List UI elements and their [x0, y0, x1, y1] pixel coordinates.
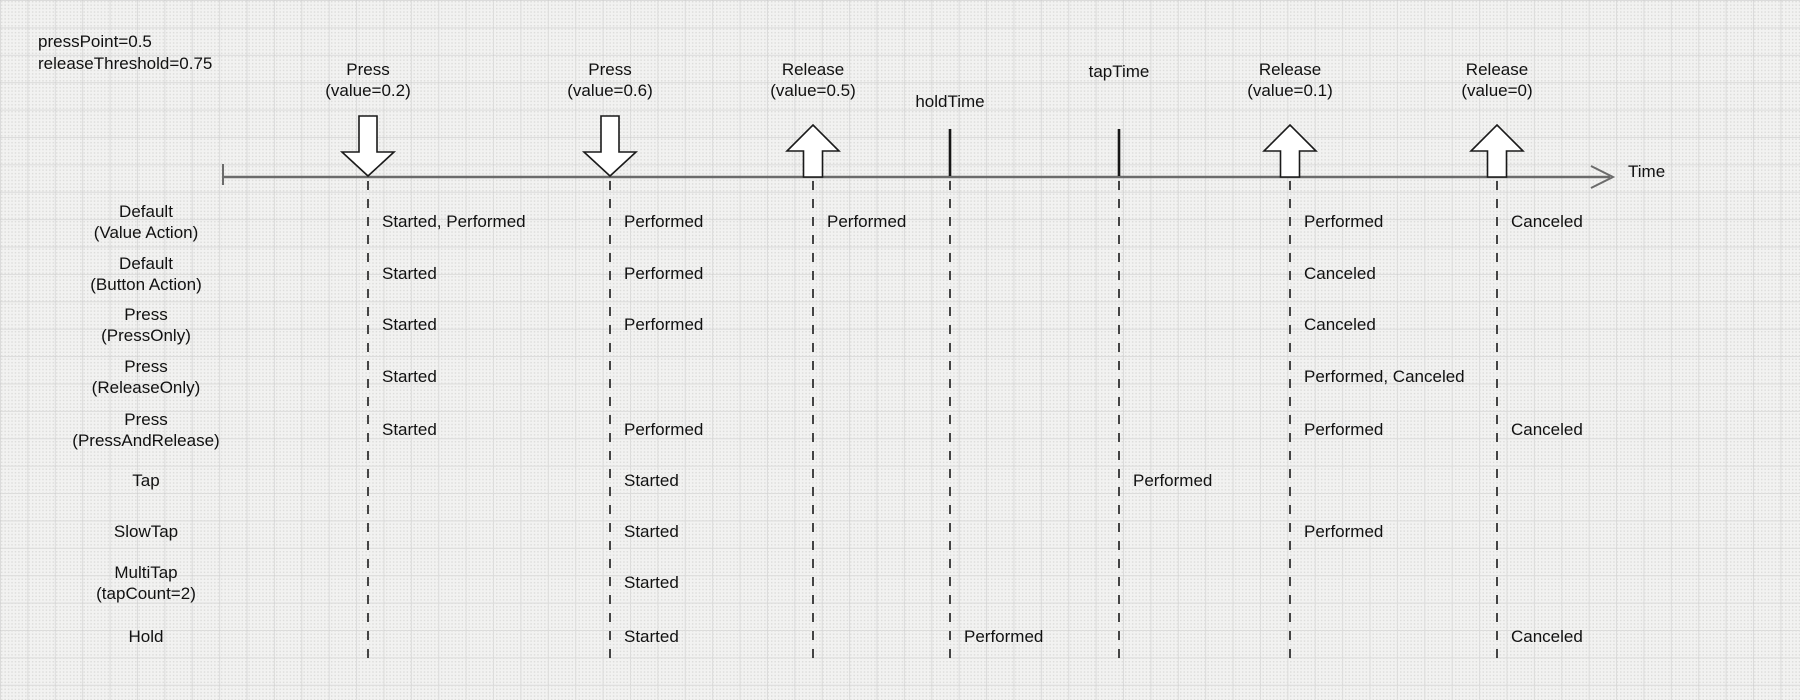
event-label-line: Release [1465, 60, 1529, 79]
row-label-line: Press [124, 356, 168, 376]
row-label: Press (PressOnly) [101, 304, 191, 347]
phase-annotation: Performed [624, 212, 704, 231]
event-label-press-1: Press (value=0.2) [325, 59, 411, 101]
row-label-line: Default [119, 201, 173, 221]
parameters-note: pressPoint=0.5 releaseThreshold=0.75 [38, 31, 212, 74]
row-label-line: Default [119, 253, 173, 273]
row-label-line: Press [124, 409, 168, 429]
row-label: SlowTap [114, 521, 178, 543]
phase-annotation: Canceled [1304, 315, 1376, 334]
event-label-line: (value=0.5) [770, 81, 856, 100]
event-label-line: Release [781, 60, 845, 79]
phase-annotation: Started [382, 264, 437, 283]
release-up-arrow-icon [1262, 123, 1318, 178]
row-label-line: (tapCount=2) [96, 584, 196, 603]
row-label: Default (Value Action) [94, 201, 199, 244]
event-label-tap-time: tapTime [1089, 61, 1150, 82]
phase-annotation: Started [624, 522, 679, 541]
event-label-line: Release [1258, 60, 1322, 79]
phase-annotation: Performed [624, 315, 704, 334]
event-label-line: (value=0) [1461, 81, 1533, 100]
phase-annotation: Performed [827, 212, 907, 231]
press-point-value: pressPoint=0.5 [38, 32, 152, 51]
row-label-line: (PressAndRelease) [72, 431, 220, 450]
press-down-arrow-icon [581, 115, 639, 178]
event-label-release-3: Release (value=0) [1461, 59, 1532, 101]
event-label-line: tapTime [1088, 61, 1150, 81]
time-axis-label: Time [1628, 162, 1666, 181]
phase-annotation: Performed [624, 264, 704, 283]
phase-annotation: Performed [1133, 471, 1213, 490]
phase-annotation: Started, Performed [382, 212, 526, 231]
event-label-line: (value=0.2) [325, 81, 411, 100]
press-down-arrow-icon [339, 115, 397, 178]
row-label-line: Press [124, 304, 168, 324]
row-label: Press (PressAndRelease) [72, 409, 219, 452]
event-label-line: holdTime [915, 91, 985, 111]
event-label-line: Press [588, 60, 632, 79]
phase-annotation: Performed [1304, 522, 1384, 541]
phase-annotation: Performed [964, 627, 1044, 646]
row-label: Hold [129, 626, 164, 648]
event-label-hold-time: holdTime [915, 91, 984, 112]
row-label: Tap [132, 470, 159, 492]
phase-annotation: Performed [624, 420, 704, 439]
phase-annotation: Started [382, 315, 437, 334]
row-label-line: (ReleaseOnly) [91, 378, 201, 397]
phase-annotation: Performed, Canceled [1304, 367, 1465, 386]
event-label-release-2: Release (value=0.1) [1247, 59, 1333, 101]
row-label-line: (Value Action) [93, 223, 199, 242]
phase-annotation: Canceled [1511, 627, 1583, 646]
row-label: Press (ReleaseOnly) [92, 356, 201, 399]
phase-annotation: Started [382, 420, 437, 439]
phase-annotation: Started [382, 367, 437, 386]
phase-annotation: Canceled [1511, 212, 1583, 231]
release-threshold-value: releaseThreshold=0.75 [38, 53, 213, 73]
release-up-arrow-icon [785, 123, 841, 178]
event-label-release-1: Release (value=0.5) [770, 59, 856, 101]
phase-annotation: Started [624, 573, 679, 592]
row-label-line: Tap [132, 471, 160, 491]
event-label-line: Press [346, 60, 390, 79]
phase-annotation: Performed [1304, 212, 1384, 231]
row-label-line: Hold [128, 627, 164, 647]
row-label-line: (PressOnly) [101, 326, 191, 345]
phase-annotation: Started [624, 627, 679, 646]
phase-annotation: Canceled [1511, 420, 1583, 439]
row-label: MultiTap (tapCount=2) [96, 562, 196, 605]
row-label-line: (Button Action) [90, 275, 202, 294]
row-label: Default (Button Action) [90, 253, 202, 296]
event-label-line: (value=0.6) [567, 81, 653, 100]
event-label-line: (value=0.1) [1247, 81, 1333, 100]
phase-annotation: Started [624, 471, 679, 490]
release-up-arrow-icon [1469, 123, 1525, 178]
phase-annotation: Performed [1304, 420, 1384, 439]
event-label-press-2: Press (value=0.6) [567, 59, 653, 101]
row-label-line: MultiTap [114, 562, 178, 582]
time-axis-arrowhead-icon [1590, 165, 1616, 189]
row-label-line: SlowTap [113, 522, 179, 542]
phase-annotation: Canceled [1304, 264, 1376, 283]
